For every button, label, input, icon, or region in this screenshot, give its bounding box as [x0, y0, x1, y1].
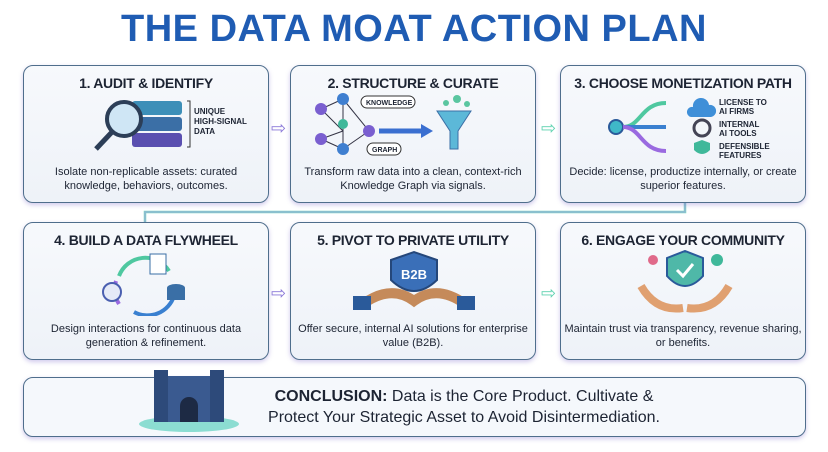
- step-desc: Isolate non-replicable assets: curated k…: [54, 166, 238, 192]
- community-trust-icon: [637, 250, 733, 313]
- label-defensible: DEFENSIBLE: [719, 142, 770, 151]
- document-icon: [149, 253, 167, 275]
- step-desc: Design interactions for continuous data …: [50, 323, 242, 349]
- label-features: FEATURES: [719, 151, 762, 160]
- step-desc: Offer secure, internal AI solutions for …: [298, 323, 528, 349]
- step-title: 3. CHOOSE MONETIZATION PATH: [574, 75, 792, 91]
- step-2-card: 2. STRUCTURE & CURATE KNOWLEDGE GRAPH Tr…: [290, 65, 536, 203]
- step-title: 4. BUILD A DATA FLYWHEEL: [54, 232, 238, 248]
- arrow-right-icon: ⇨: [271, 283, 287, 303]
- shield-icon: [694, 140, 710, 154]
- dollar-icon: [711, 254, 723, 266]
- castle-icon: [139, 370, 239, 432]
- checkmark-icon: [675, 263, 695, 279]
- knowledge-graph-funnel-icon: KNOWLEDGE GRAPH: [315, 93, 472, 156]
- step-title: 2. STRUCTURE & CURATE: [327, 75, 499, 91]
- step-desc: Maintain trust via transparency, revenue…: [564, 323, 802, 349]
- step-6-card: 6. ENGAGE YOUR COMMUNITY Maintain trust …: [560, 222, 806, 360]
- secure-handshake-icon: B2B: [353, 250, 475, 310]
- label-high-signal: HIGH-SIGNAL: [194, 117, 247, 126]
- step-title: 5. PIVOT TO PRIVATE UTILITY: [317, 232, 509, 248]
- label-knowledge: KNOWLEDGE: [366, 100, 413, 107]
- cloud-icon: [686, 97, 717, 117]
- conclusion-banner: CONCLUSION: Data is the Core Product. Cu…: [23, 370, 806, 437]
- gear-icon: [692, 118, 712, 138]
- conclusion-body: Data is the Core Product. Cultivate & Pr…: [268, 388, 660, 426]
- conclusion-label: CONCLUSION:: [274, 388, 388, 405]
- label-license: LICENSE TO: [719, 98, 767, 107]
- step-4-card: 4. BUILD A DATA FLYWHEEL Design interact…: [23, 222, 269, 360]
- step-1-card: 1. AUDIT & IDENTIFY UNIQUE HIGH-SIGNAL D…: [23, 65, 269, 203]
- step-desc: Decide: license, productize internally, …: [569, 166, 797, 192]
- flywheel-cycle-icon: [102, 253, 185, 316]
- label-ai-tools: AI TOOLS: [719, 129, 757, 138]
- label-ai-firms: AI FIRMS: [719, 107, 755, 116]
- step-5-card: 5. PIVOT TO PRIVATE UTILITY B2B Offer se…: [290, 222, 536, 360]
- label-data: DATA: [194, 127, 215, 136]
- label-internal: INTERNAL: [719, 120, 760, 129]
- label-graph: GRAPH: [372, 147, 397, 154]
- arrow-right-icon: ⇨: [541, 118, 557, 138]
- step-title: 6. ENGAGE YOUR COMMUNITY: [581, 232, 785, 248]
- arrow-right-icon: ⇨: [271, 118, 287, 138]
- label-unique: UNIQUE: [194, 107, 226, 116]
- label-b2b: B2B: [401, 267, 427, 282]
- arrow-right-icon: ⇨: [541, 283, 557, 303]
- conclusion-text: CONCLUSION: Data is the Core Product. Cu…: [254, 386, 674, 428]
- step-title: 1. AUDIT & IDENTIFY: [79, 75, 213, 91]
- server-magnifier-icon: UNIQUE HIGH-SIGNAL DATA: [94, 100, 247, 151]
- page-title: THE DATA MOAT ACTION PLAN: [121, 8, 707, 50]
- heart-icon: [648, 255, 658, 265]
- user-icon: [102, 282, 122, 302]
- step-desc: Transform raw data into a clean, context…: [304, 166, 522, 192]
